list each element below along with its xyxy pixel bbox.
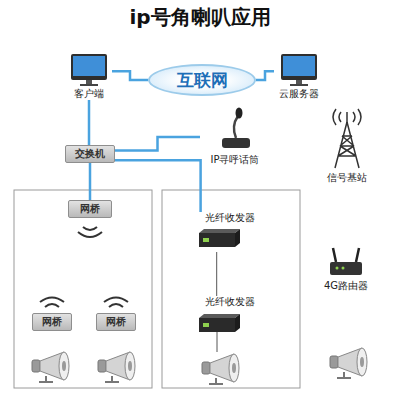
horn-speaker xyxy=(98,352,135,382)
network-link xyxy=(88,100,91,145)
node-label: 云服务器 xyxy=(279,88,319,100)
horn-speaker xyxy=(202,354,239,384)
server-node: 云服务器 xyxy=(274,52,324,100)
speaker-wire xyxy=(217,332,218,352)
microphone-node: IP寻呼话筒 xyxy=(200,108,270,166)
node-label: 网桥 xyxy=(42,316,62,328)
server-monitor xyxy=(281,54,317,86)
node-label: 交换机 xyxy=(75,148,105,160)
base-station-node: 信号基站 xyxy=(318,110,376,184)
switch-box: 交换机 xyxy=(65,145,115,163)
group-frame xyxy=(162,190,300,388)
network-link xyxy=(115,160,201,212)
node-label: 4G路由器 xyxy=(324,280,368,292)
node-label: IP寻呼话筒 xyxy=(211,154,260,166)
node-label: 光纤收发器 xyxy=(205,296,255,308)
router-node: 4G路由器 xyxy=(316,246,376,292)
client-node: 客户端 xyxy=(66,52,112,100)
paging-microphone-icon xyxy=(222,108,250,149)
wireless-waves xyxy=(40,227,128,307)
fiber-transceiver-node: 光纤收发器 xyxy=(195,296,265,336)
node-label: 互联网 xyxy=(177,70,228,90)
network-link xyxy=(89,163,92,200)
network-link xyxy=(216,252,217,296)
node-label: 光纤收发器 xyxy=(205,212,255,224)
bridge-box: 网桥 xyxy=(32,313,72,331)
router-icon xyxy=(330,248,362,275)
bridge-box: 网桥 xyxy=(96,313,136,331)
fiber-transceiver-icon xyxy=(199,314,240,332)
network-link xyxy=(112,71,148,80)
node-label: 客户端 xyxy=(74,88,104,100)
group-frame xyxy=(14,190,152,388)
node-label: 信号基站 xyxy=(327,172,367,184)
fiber-transceiver-icon xyxy=(199,229,240,247)
network-link xyxy=(256,71,274,80)
network-link xyxy=(115,137,200,150)
node-label: 网桥 xyxy=(80,203,100,215)
horn-speaker xyxy=(330,348,367,378)
fiber-transceiver-node: 光纤收发器 xyxy=(195,212,265,252)
bridge-box: 网桥 xyxy=(68,200,112,218)
diagram-title: ip号角喇叭应用 xyxy=(0,4,400,31)
client-monitor xyxy=(71,54,107,86)
internet-cloud: 互联网 xyxy=(148,64,256,96)
horn-speaker xyxy=(32,352,69,382)
cell-tower-icon xyxy=(333,109,361,168)
node-label: 网桥 xyxy=(106,316,126,328)
